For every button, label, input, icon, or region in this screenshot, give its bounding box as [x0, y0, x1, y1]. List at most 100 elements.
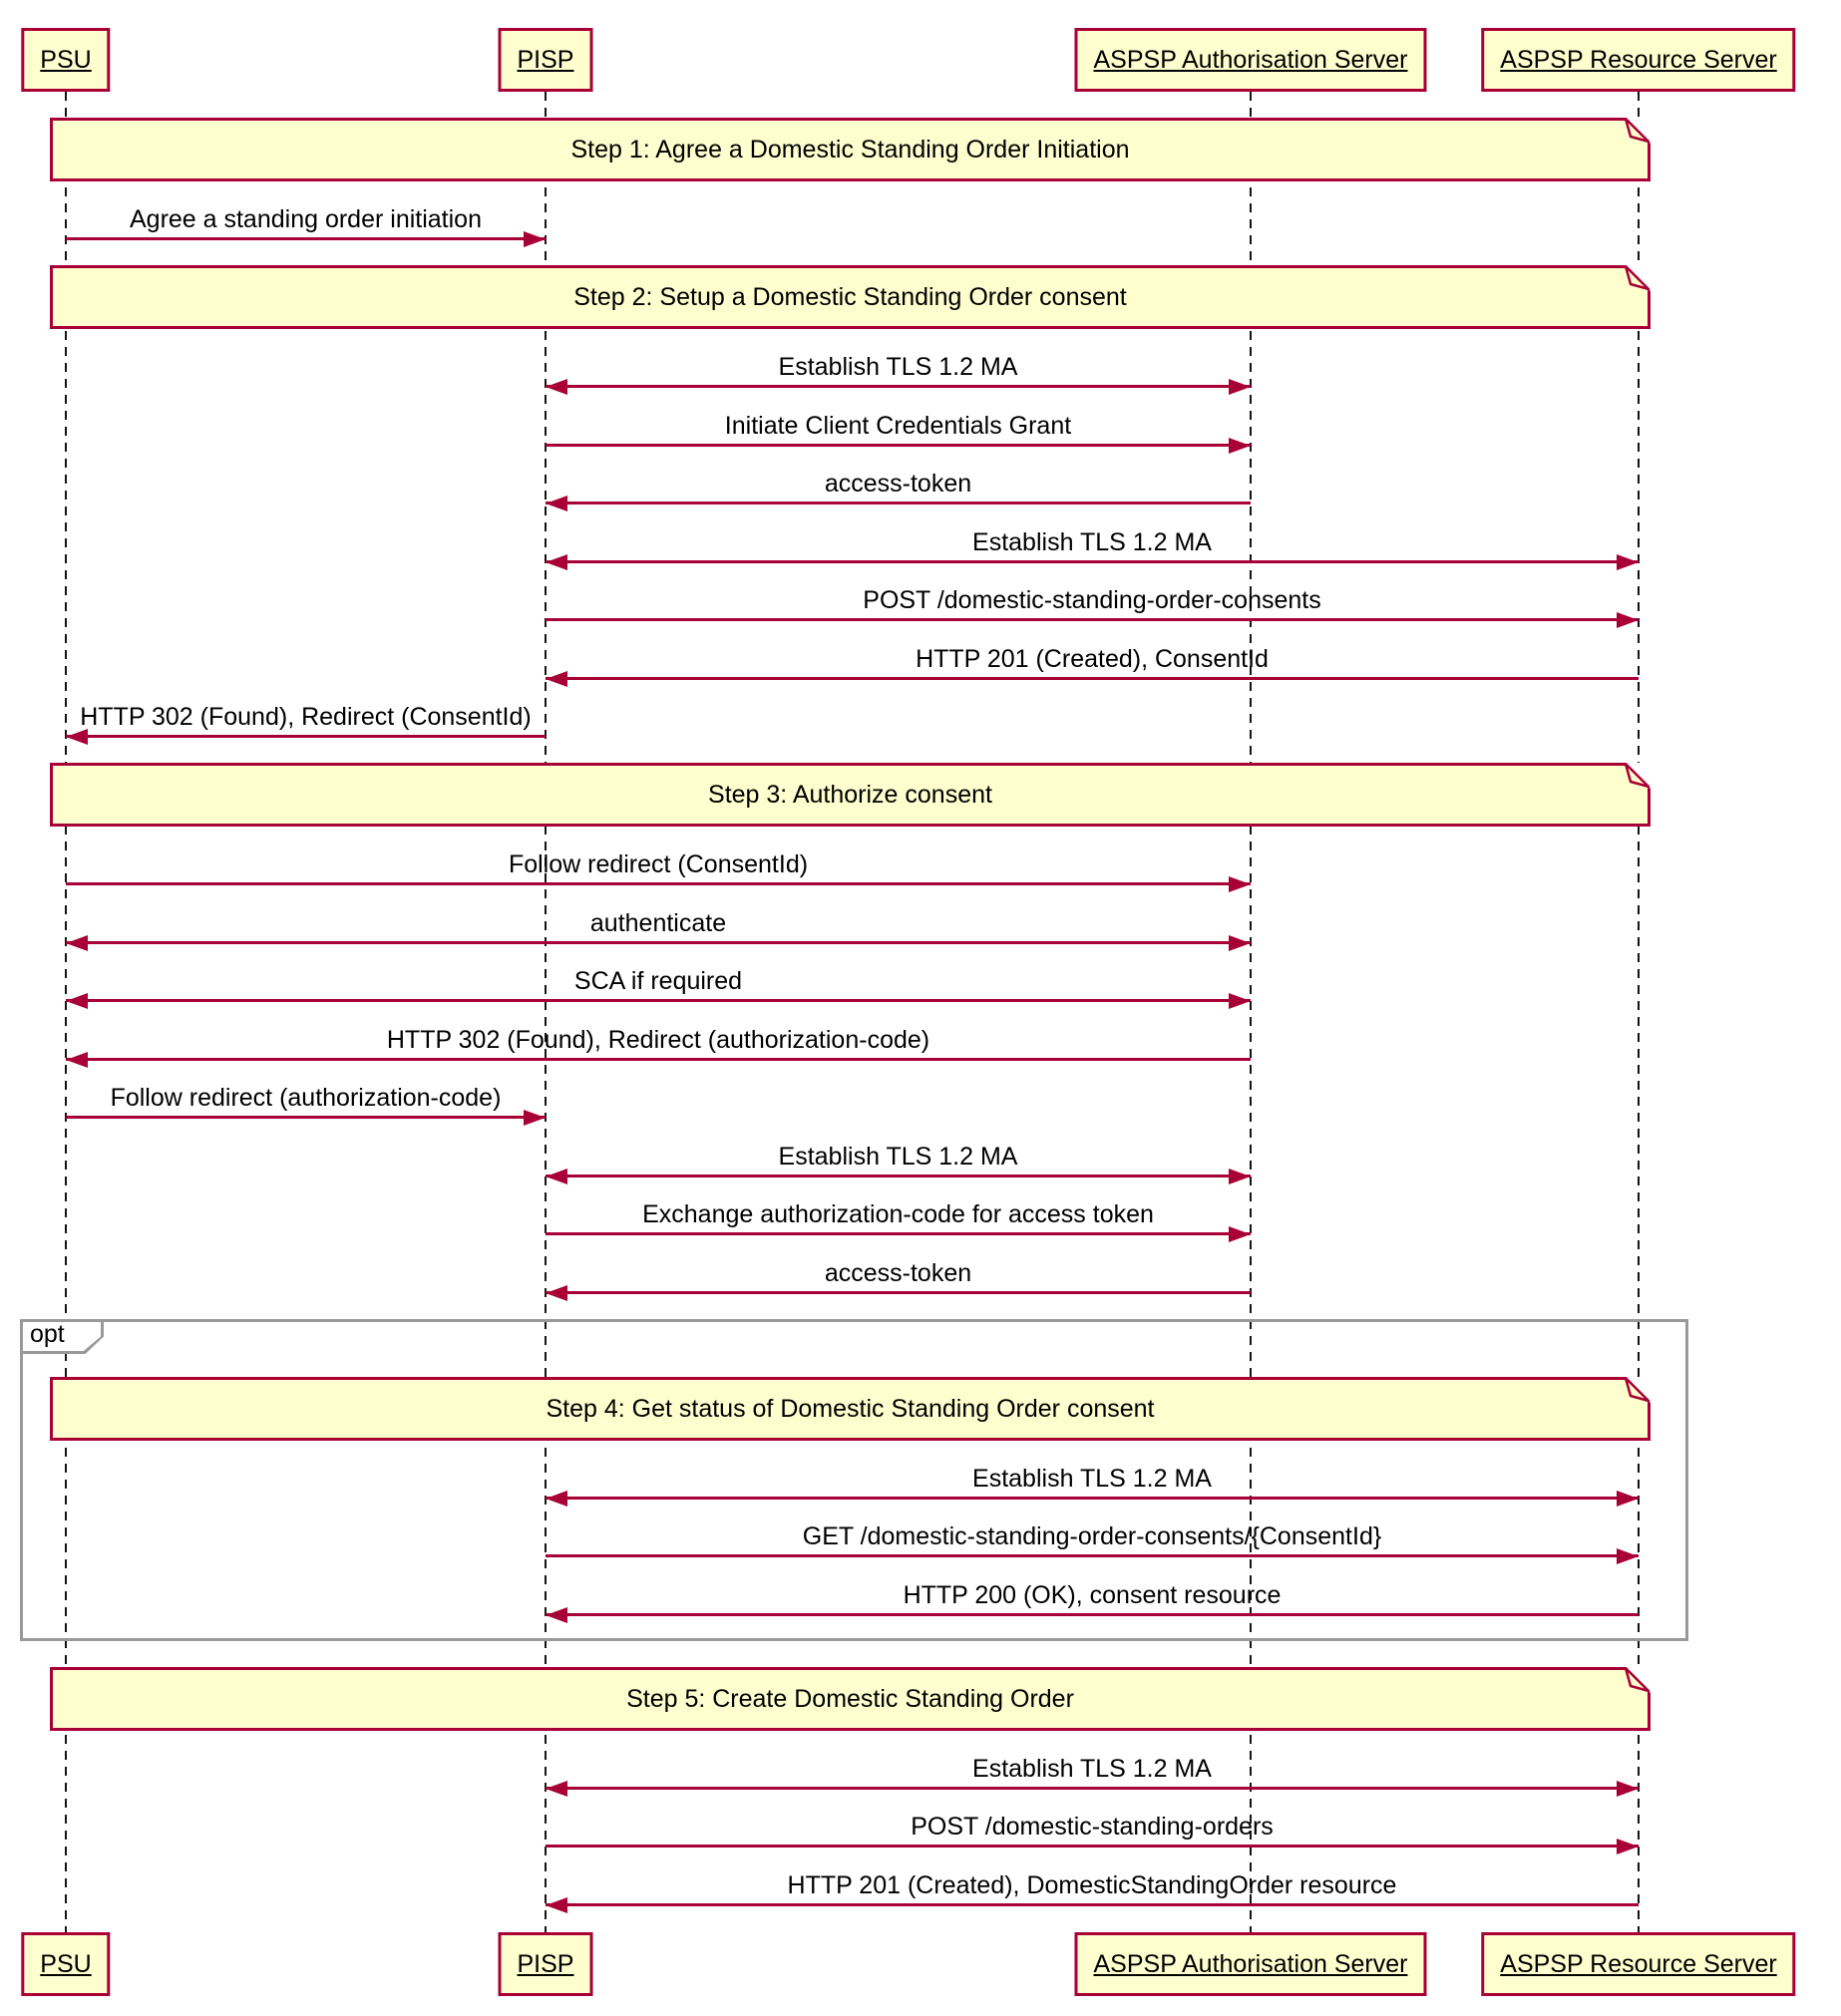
note-banner: Step 4: Get status of Domestic Standing …: [50, 1377, 1651, 1441]
message-label: HTTP 200 (OK), consent resource: [903, 1581, 1282, 1609]
lifeline-res: [1638, 92, 1640, 1932]
arrowhead-left-icon: [546, 1169, 567, 1184]
message-line: [546, 1903, 1639, 1906]
lifeline-auth: [1250, 92, 1252, 1932]
message-line: [66, 999, 1251, 1002]
message-label: access-token: [824, 1259, 972, 1287]
note-text: Step 3: Authorize consent: [708, 780, 992, 809]
participant-top-psu: PSU: [21, 28, 111, 92]
message-label: Exchange authorization-code for access t…: [642, 1200, 1154, 1228]
arrowhead-right-icon: [1617, 1548, 1639, 1564]
participant-bottom-psu: PSU: [21, 1932, 111, 1996]
message-line: [546, 1787, 1639, 1790]
participant-name: PSU: [40, 1949, 92, 1978]
note-fold-icon: [1625, 118, 1651, 144]
message-line: [66, 882, 1251, 885]
opt-tab-face: [23, 1322, 101, 1351]
message-line: [546, 502, 1251, 504]
arrowhead-right-icon: [1617, 612, 1639, 628]
participant-bottom-auth: ASPSP Authorisation Server: [1074, 1932, 1427, 1996]
arrowhead-left-icon: [546, 1607, 567, 1623]
arrowhead-left-icon: [546, 554, 567, 570]
arrowhead-left-icon: [546, 379, 567, 395]
arrowhead-right-icon: [1617, 1839, 1639, 1854]
arrowhead-right-icon: [1617, 554, 1639, 570]
message-label: HTTP 201 (Created), DomesticStandingOrde…: [787, 1871, 1397, 1899]
message-line: [66, 1058, 1251, 1061]
message-line: [66, 735, 546, 738]
note-text: Step 1: Agree a Domestic Standing Order …: [570, 135, 1130, 164]
participant-name: PISP: [517, 45, 574, 74]
arrowhead-left-icon: [66, 1052, 88, 1068]
arrowhead-right-icon: [1229, 993, 1251, 1009]
opt-label-tab: opt: [20, 1319, 104, 1354]
participant-bottom-res: ASPSP Resource Server: [1481, 1932, 1796, 1996]
message-line: [546, 385, 1251, 388]
arrowhead-right-icon: [1229, 1169, 1251, 1184]
note-fold-icon: [1625, 1377, 1651, 1403]
message-label: Establish TLS 1.2 MA: [972, 1465, 1212, 1493]
message-label: Establish TLS 1.2 MA: [972, 528, 1212, 556]
participant-bottom-pisp: PISP: [498, 1932, 593, 1996]
arrowhead-right-icon: [1229, 1226, 1251, 1242]
message-label: HTTP 201 (Created), ConsentId: [916, 645, 1269, 673]
arrowhead-left-icon: [66, 729, 88, 745]
opt-frame: opt: [20, 1319, 1688, 1641]
note-banner: Step 1: Agree a Domestic Standing Order …: [50, 118, 1651, 181]
note-fold-icon: [1625, 1667, 1651, 1693]
note-banner: Step 2: Setup a Domestic Standing Order …: [50, 265, 1651, 329]
message-line: [546, 1291, 1251, 1294]
message-line: [546, 1175, 1251, 1177]
note-text: Step 2: Setup a Domestic Standing Order …: [573, 282, 1127, 311]
note-fold-icon: [1625, 763, 1651, 789]
message-label: Follow redirect (authorization-code): [110, 1084, 502, 1112]
message-line: [546, 618, 1639, 621]
participant-name: ASPSP Resource Server: [1500, 1949, 1777, 1978]
message-line: [66, 237, 546, 240]
message-line: [546, 1232, 1251, 1235]
arrowhead-left-icon: [546, 1897, 567, 1913]
participant-name: ASPSP Resource Server: [1500, 45, 1777, 74]
message-label: HTTP 302 (Found), Redirect (authorizatio…: [386, 1026, 930, 1054]
arrowhead-right-icon: [1229, 379, 1251, 395]
arrowhead-left-icon: [546, 1491, 567, 1507]
message-label: SCA if required: [573, 967, 743, 995]
arrowhead-left-icon: [546, 496, 567, 511]
message-line: [66, 941, 1251, 944]
arrowhead-right-icon: [1617, 1491, 1639, 1507]
message-line: [546, 560, 1639, 563]
message-line: [546, 1845, 1639, 1848]
message-line: [546, 1554, 1639, 1557]
message-label: access-token: [824, 470, 972, 498]
arrowhead-left-icon: [546, 671, 567, 687]
note-text: Step 4: Get status of Domestic Standing …: [546, 1394, 1155, 1423]
participant-top-pisp: PISP: [498, 28, 593, 92]
message-line: [66, 1116, 546, 1119]
message-line: [546, 444, 1251, 447]
participant-name: ASPSP Authorisation Server: [1093, 1949, 1408, 1978]
arrowhead-right-icon: [1229, 876, 1251, 892]
note-banner: Step 5: Create Domestic Standing Order: [50, 1667, 1651, 1731]
opt-label: opt: [30, 1320, 65, 1348]
lifeline-psu: [65, 92, 67, 1932]
message-label: Agree a standing order initiation: [129, 205, 482, 233]
arrowhead-right-icon: [524, 1110, 546, 1126]
message-label: authenticate: [589, 909, 727, 937]
arrowhead-left-icon: [546, 1285, 567, 1301]
participant-name: PSU: [40, 45, 92, 74]
message-line: [546, 677, 1639, 680]
participant-top-auth: ASPSP Authorisation Server: [1074, 28, 1427, 92]
note-fold-icon: [1625, 265, 1651, 291]
lifeline-pisp: [545, 92, 547, 1932]
message-label: Establish TLS 1.2 MA: [778, 1143, 1018, 1171]
message-line: [546, 1497, 1639, 1500]
note-banner: Step 3: Authorize consent: [50, 763, 1651, 827]
arrowhead-right-icon: [524, 231, 546, 247]
message-label: Establish TLS 1.2 MA: [778, 353, 1018, 381]
participant-name: PISP: [517, 1949, 574, 1978]
arrowhead-right-icon: [1617, 1781, 1639, 1797]
arrowhead-left-icon: [66, 935, 88, 951]
participant-name: ASPSP Authorisation Server: [1093, 45, 1408, 74]
participant-top-res: ASPSP Resource Server: [1481, 28, 1796, 92]
message-label: Establish TLS 1.2 MA: [972, 1755, 1212, 1783]
